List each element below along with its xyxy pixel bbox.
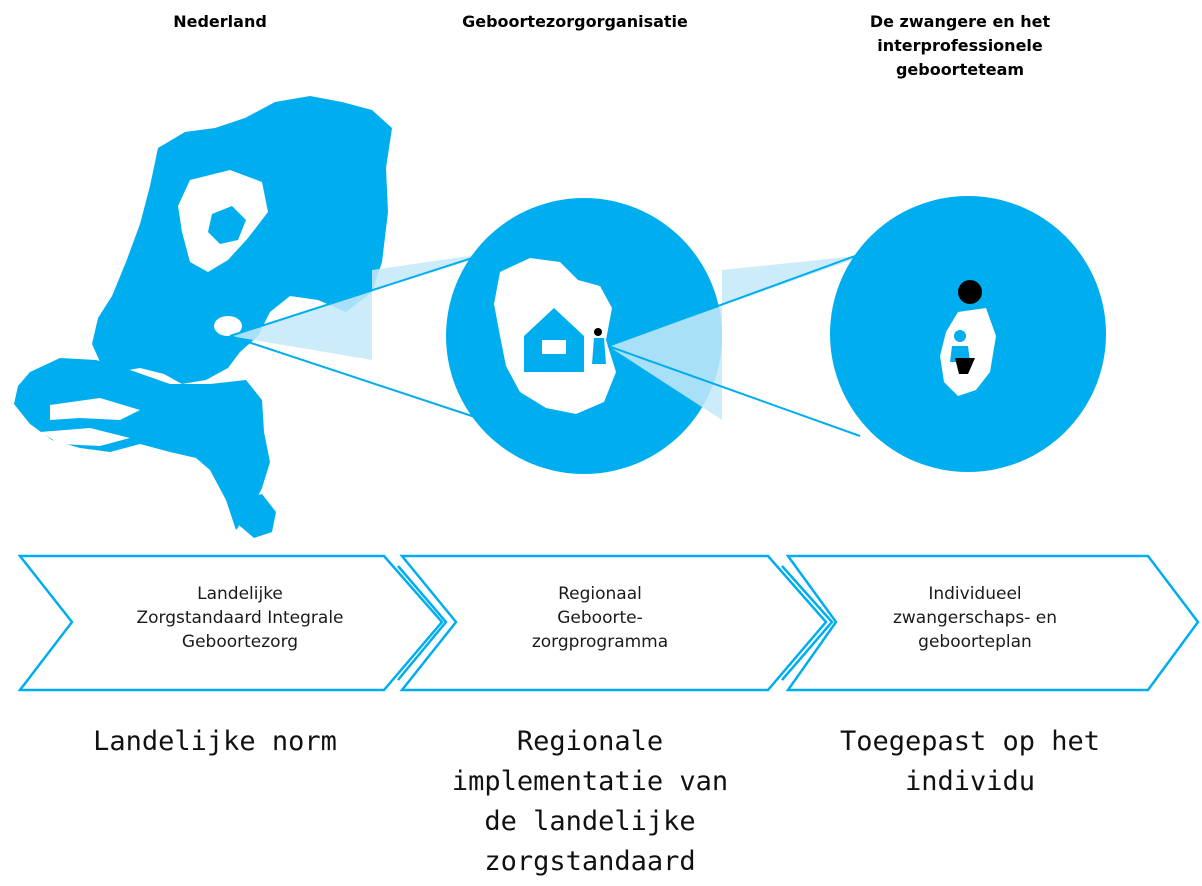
projection-cone-2 xyxy=(608,255,866,420)
chevron-row xyxy=(17,554,1200,692)
region-circle xyxy=(446,198,722,474)
chevron-inner-2 xyxy=(781,565,834,681)
header-zwangere-team: De zwangere en het interprofessionele ge… xyxy=(869,12,1051,79)
bottom-label-landelijk: Landelijke norm xyxy=(93,726,337,757)
pregnant-woman-icon xyxy=(940,280,996,396)
chevron-2 xyxy=(399,554,828,692)
chevron-3 xyxy=(785,554,1200,692)
projection-cone-1 xyxy=(230,252,497,360)
header-nederland: Nederland xyxy=(173,12,267,31)
chevron-2-label: Regionaal Geboorte- zorgprogramma xyxy=(531,584,669,652)
chevron-inner-1 xyxy=(397,565,448,681)
hospital-icon xyxy=(524,308,584,372)
header-geboortezorgorganisatie: Geboortezorgorganisatie xyxy=(462,12,688,31)
chevron-1 xyxy=(17,554,444,692)
individual-circle xyxy=(830,196,1106,472)
bottom-label-individu: Toegepast op het individu xyxy=(839,726,1101,797)
mother-child-icon xyxy=(592,328,606,364)
chevron-1-label: Landelijke Zorgstandaard Integrale Geboo… xyxy=(136,584,344,652)
bottom-label-regionaal: Regionale implementatie van de landelijk… xyxy=(451,726,729,877)
netherlands-map-icon xyxy=(14,96,392,538)
chevron-3-label: Individueel zwangerschaps- en geboortepl… xyxy=(892,584,1058,652)
